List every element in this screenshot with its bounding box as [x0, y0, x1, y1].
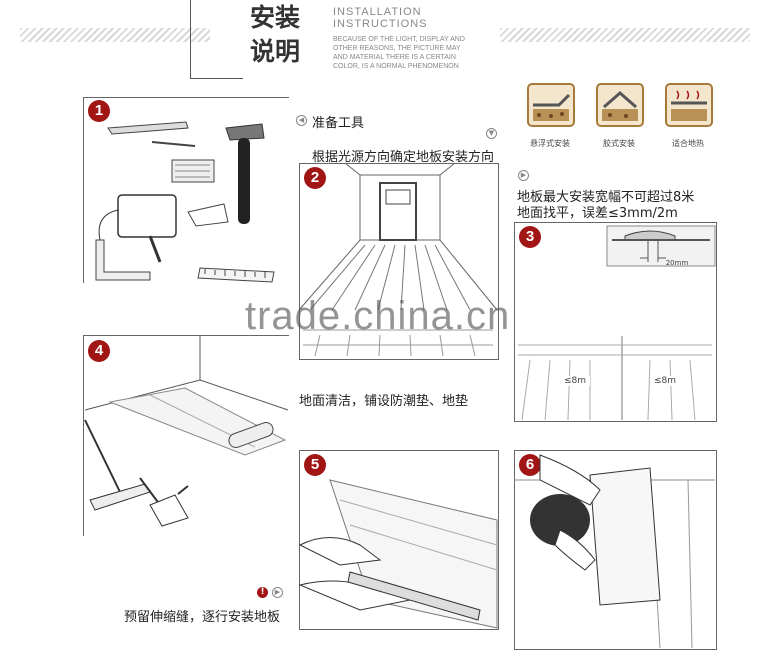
header-stripe-left [20, 28, 210, 42]
step5-arrow-icon: ▶ [272, 587, 283, 598]
step2-badge: 2 [304, 167, 326, 189]
floor-heating-icon [665, 83, 713, 127]
step3-caption-line2: 地面找平，误差≤3mm/2m [517, 206, 678, 221]
floating-install-label: 悬浮式安装 [530, 139, 570, 148]
step5-caption: 预留伸缩缝，逐行安装地板 [124, 610, 281, 625]
step5-warning-icon: ! [257, 587, 268, 598]
step2-caption-arrow-icon: ▼ [486, 128, 497, 139]
header-en-title-line2: INSTRUCTIONS [333, 18, 428, 30]
header-title-frame [190, 0, 243, 79]
glue-install-icon [596, 83, 644, 127]
step3-caption-line1: 地板最大安装宽幅不可超过8米 [517, 190, 695, 205]
header-en-title-line1: INSTALLATION [333, 6, 422, 18]
gap-label: 20mm [665, 259, 689, 267]
step1-frame [83, 97, 289, 283]
span-right-label: ≤8m [650, 376, 680, 386]
glue-install-label: 胶式安装 [603, 139, 635, 148]
step1-caption: 准备工具 [312, 116, 365, 131]
step1-badge: 1 [88, 100, 110, 122]
step2-caption: 根据光源方向确定地板安装方向 [312, 150, 495, 165]
step3-panel [514, 222, 717, 422]
step4-badge: 4 [88, 340, 110, 362]
step4-caption: 地面清洁，铺设防潮垫、地垫 [299, 394, 469, 409]
header-title-line1: 安装 [250, 3, 301, 32]
step3-badge: 3 [519, 226, 541, 248]
step5-panel [299, 450, 499, 630]
header-disclaimer-1: BECAUSE OF THE LIGHT, DISPLAY AND [333, 36, 465, 43]
header-stripe-right [500, 28, 750, 42]
header-disclaimer-2: OTHER REASONS, THE PICTURE MAY [333, 45, 461, 52]
header-disclaimer-3: AND MATERIAL THERE IS A CERTAIN [333, 54, 456, 61]
step6-badge: 6 [519, 454, 541, 476]
span-left-label: ≤8m [560, 376, 590, 386]
floor-heating-label: 适合地热 [672, 139, 704, 148]
step1-caption-arrow-icon: ◀ [296, 115, 307, 126]
floating-install-icon [527, 83, 575, 127]
watermark: trade.china.cn [245, 294, 511, 338]
step3-caption-arrow-icon: ▶ [518, 170, 529, 181]
header-title-line2: 说明 [250, 37, 301, 66]
step5-badge: 5 [304, 454, 326, 476]
step6-panel [514, 450, 717, 650]
header-disclaimer-4: COLOR, IS A NORMAL PHENOMENON [333, 63, 459, 70]
step4-frame [83, 335, 289, 536]
